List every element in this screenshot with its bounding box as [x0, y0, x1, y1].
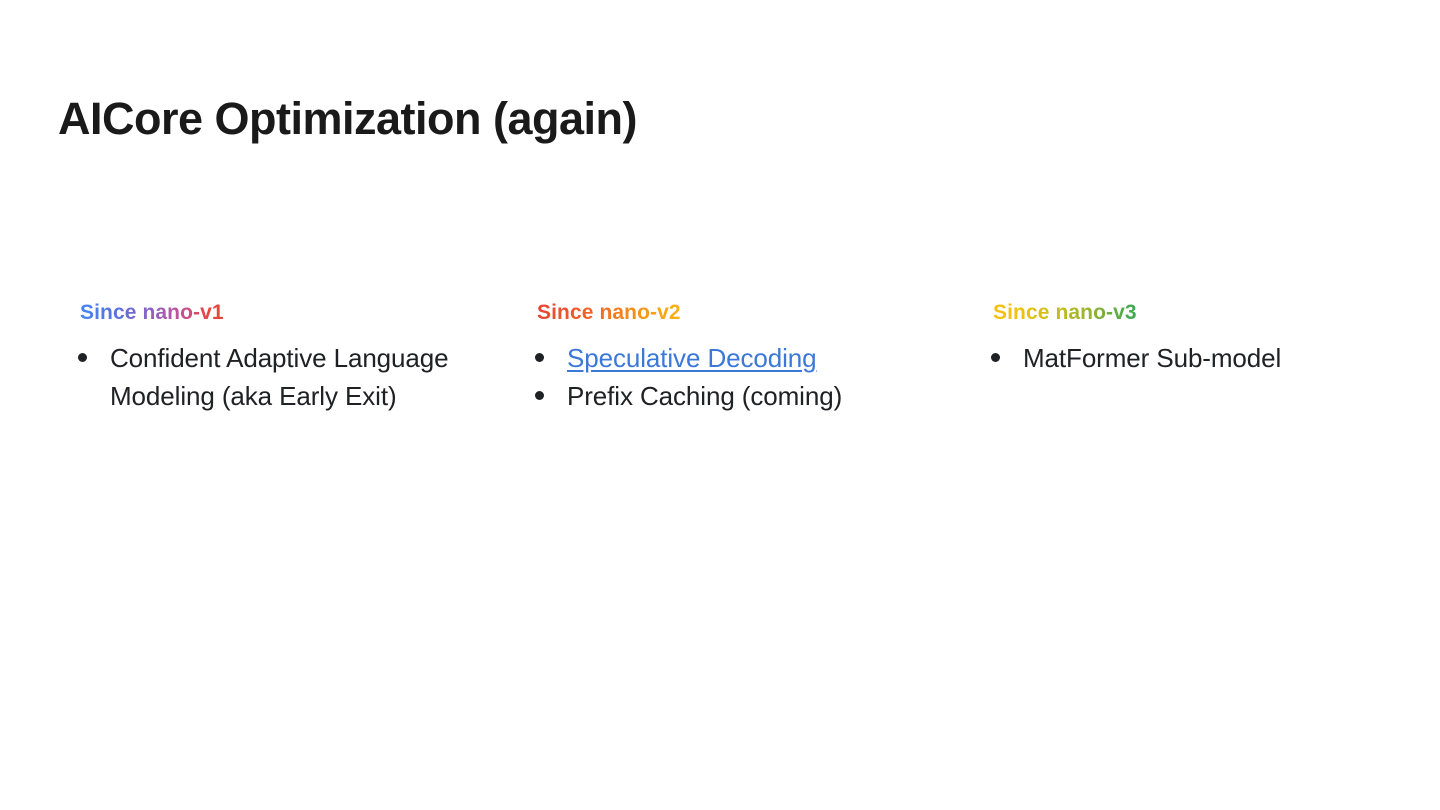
- list-item-label: Prefix Caching (coming): [567, 381, 843, 412]
- column-heading-nano-v1: Since nano-v1: [80, 301, 224, 324]
- list-item-label: MatFormer Sub-model: [1023, 343, 1282, 374]
- column-nano-v3: Since nano-v3 MatFormer Sub-model: [991, 300, 1411, 377]
- list-item: Speculative Decoding: [535, 339, 955, 377]
- bullet-list-nano-v2: Speculative Decoding Prefix Caching (com…: [535, 339, 955, 415]
- bullet-dot-icon: [78, 353, 87, 363]
- list-item-label: Confident Adaptive Language Modeling (ak…: [110, 343, 449, 412]
- column-heading-nano-v2: Since nano-v2: [537, 301, 681, 324]
- bullet-list-nano-v3: MatFormer Sub-model: [991, 339, 1411, 377]
- column-heading-nano-v3: Since nano-v3: [993, 301, 1137, 324]
- bullet-dot-icon: [535, 353, 544, 363]
- column-nano-v2: Since nano-v2 Speculative Decoding Prefi…: [535, 300, 955, 415]
- bullet-dot-icon: [991, 353, 1000, 363]
- bullet-list-nano-v1: Confident Adaptive Language Modeling (ak…: [78, 339, 478, 415]
- list-item: Prefix Caching (coming): [535, 377, 955, 415]
- speculative-decoding-link[interactable]: Speculative Decoding: [567, 343, 817, 374]
- list-item: MatFormer Sub-model: [991, 339, 1411, 377]
- page-title: AICore Optimization (again): [58, 93, 638, 145]
- list-item: Confident Adaptive Language Modeling (ak…: [78, 339, 478, 415]
- bullet-dot-icon: [535, 391, 544, 401]
- column-nano-v1: Since nano-v1 Confident Adaptive Languag…: [78, 300, 478, 415]
